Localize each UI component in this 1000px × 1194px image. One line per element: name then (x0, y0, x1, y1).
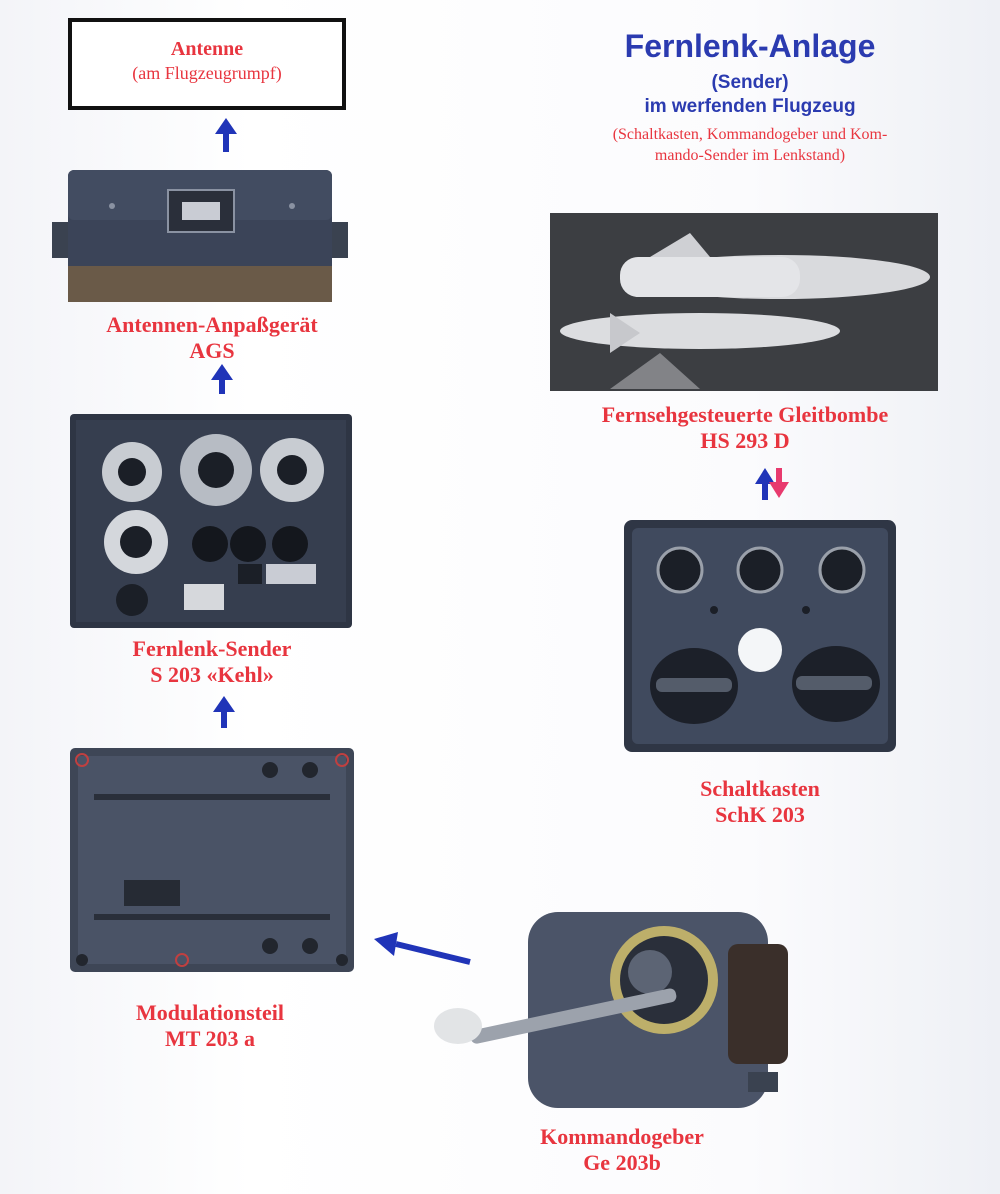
mt-code: MT 203 a (164, 1026, 256, 1051)
page-note: (Schaltkasten, Kommandogeber und Kom- ma… (545, 124, 955, 166)
page-subtitle: (Sender) (711, 72, 789, 93)
geber-name: Kommandogeber (540, 1124, 704, 1149)
geber-caption: Kommandogeber Ge 203b (462, 1124, 782, 1176)
antenna-location: (am Flugzeugrumpf) (132, 63, 282, 83)
arrow-mt-to-sender (213, 696, 235, 728)
sender-device-photo (70, 414, 352, 628)
bomb-name: Fernsehgesteuerte Gleitbombe (601, 402, 889, 427)
ags-device-photo (52, 166, 348, 306)
geber-code: Ge 203b (583, 1150, 661, 1175)
geber-device-photo (428, 904, 796, 1114)
bomb-image (550, 213, 938, 391)
sender-name: Fernlenk-Sender (132, 636, 292, 661)
ags-code: AGS (189, 338, 235, 363)
arrow-ags-to-antenna (215, 118, 237, 152)
sender-caption: Fernlenk-Sender S 203 «Kehl» (52, 636, 372, 688)
mt-device-photo (70, 748, 354, 972)
ags-caption: Antennen-Anpaßgerät AGS (52, 312, 372, 364)
bomb-caption: Fernsehgesteuerte Gleitbombe HS 293 D (540, 402, 950, 454)
page-subtitle-2: im werfenden Flugzeug (644, 96, 856, 117)
page-title: Fernlenk-Anlage (624, 28, 876, 64)
page-note-line-2: mando-Sender im Lenkstand) (654, 147, 846, 164)
schalt-caption: Schaltkasten SchK 203 (600, 776, 920, 828)
arrow-geber-to-mt (374, 932, 471, 965)
arrow-sender-to-ags (211, 364, 233, 394)
page-note-line-1: (Schaltkasten, Kommandogeber und Kom- (612, 126, 888, 143)
antenna-label: Antenne (170, 38, 244, 60)
schalt-code: SchK 203 (715, 802, 805, 827)
ags-name: Antennen-Anpaßgerät (106, 312, 318, 337)
sender-code: S 203 «Kehl» (150, 662, 274, 687)
schalt-name: Schaltkasten (700, 776, 820, 801)
antenna-box: Antenne (am Flugzeugrumpf) (68, 18, 346, 110)
mt-caption: Modulationsteil MT 203 a (50, 1000, 370, 1052)
schalt-device-photo (624, 520, 896, 752)
bomb-code: HS 293 D (700, 428, 790, 453)
arrow-bidirectional (755, 468, 789, 500)
mt-name: Modulationsteil (136, 1000, 284, 1025)
